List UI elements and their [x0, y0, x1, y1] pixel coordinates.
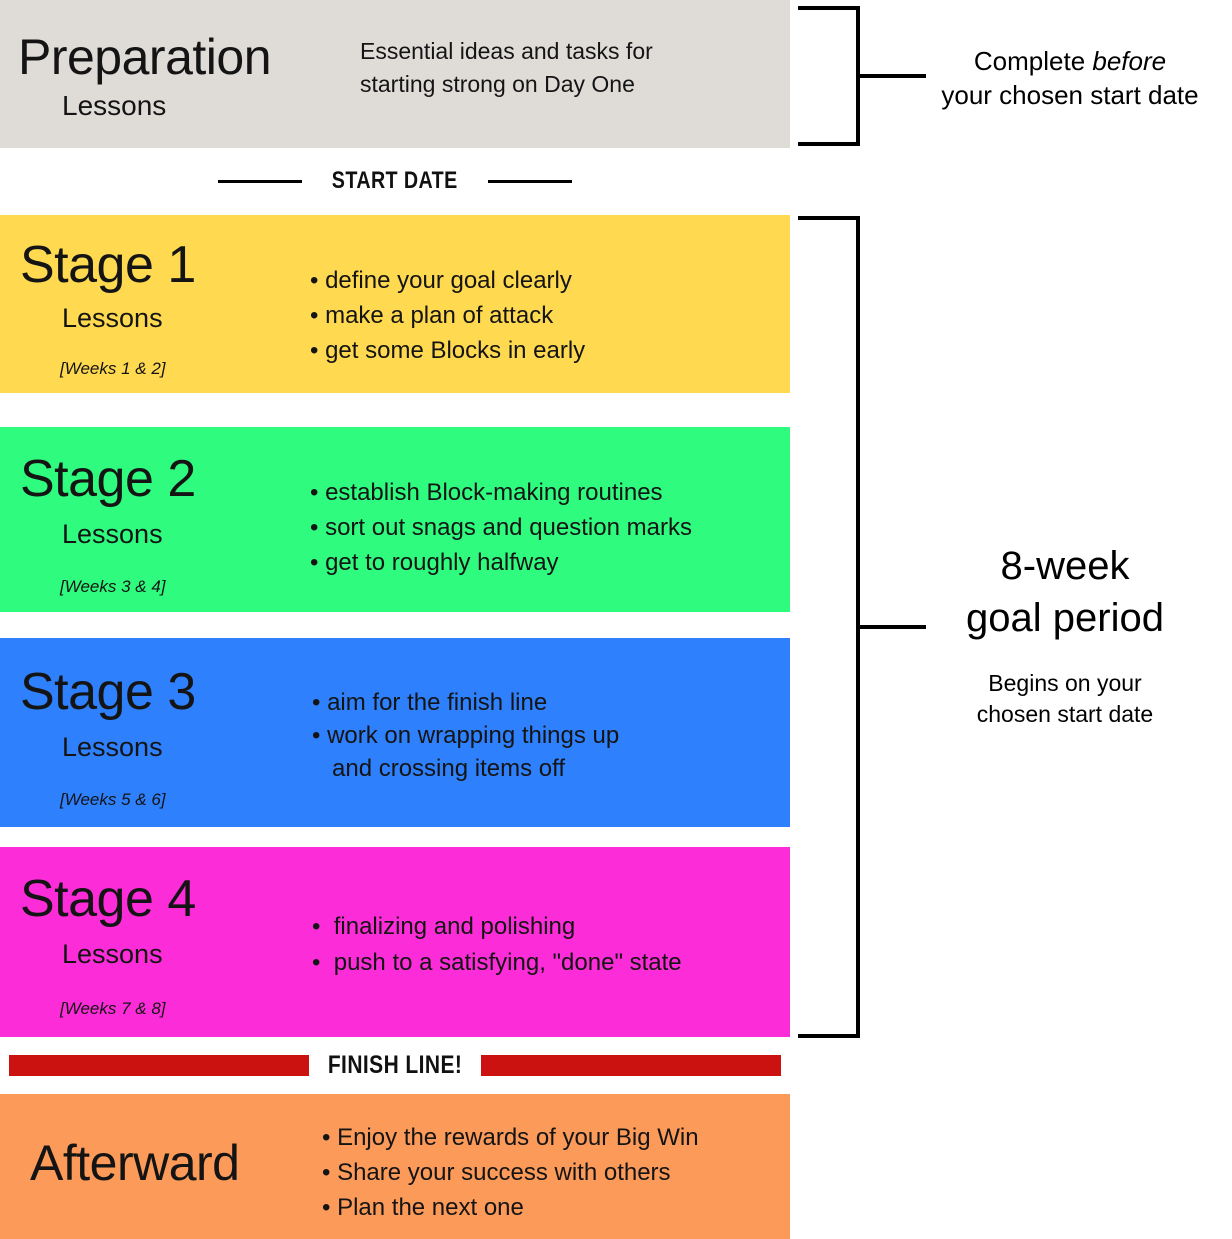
finish-line-label: FINISH LINE!: [327, 1051, 463, 1079]
annotation-goal-period-subtitle: Begins on your chosen start date: [976, 670, 1154, 727]
checkered-pattern-right: [481, 1054, 782, 1077]
list-item: • work on wrapping things up: [312, 722, 620, 749]
stage-4-band: Stage 4 Lessons [Weeks 7 & 8] • finalizi…: [0, 847, 790, 1037]
stage-4-weeks: [Weeks 7 & 8]: [60, 999, 166, 1018]
stage-3-title: Stage 3: [20, 663, 196, 721]
stage-2-band: Stage 2 Lessons [Weeks 3 & 4] • establis…: [0, 427, 790, 612]
finish-line-divider: FINISH LINE!: [0, 1037, 790, 1094]
stage-1-title: Stage 1: [20, 236, 196, 294]
list-item: • sort out snags and question marks: [310, 514, 692, 541]
stage-4-subtitle: Lessons: [62, 939, 163, 969]
annotation-preparation-emphasis: before: [1092, 46, 1167, 76]
list-item: • finalizing and polishing: [312, 913, 576, 940]
stage-3-subtitle: Lessons: [62, 732, 163, 762]
bracket-preparation: [798, 6, 860, 146]
list-item: • push to a satisfying, "done" state: [312, 949, 682, 976]
stage-2-title: Stage 2: [20, 450, 196, 508]
afterward-band: Afterward • Enjoy the rewards of your Bi…: [0, 1094, 790, 1239]
list-item: • aim for the finish line: [312, 689, 548, 716]
start-date-label: START DATE: [332, 167, 458, 194]
list-item: • get some Blocks in early: [310, 337, 586, 364]
bracket-goal-period: [798, 216, 860, 1038]
checkered-pattern-left: [8, 1054, 309, 1077]
start-date-divider: START DATE: [0, 148, 790, 214]
preparation-title: Preparation: [18, 29, 272, 85]
list-item: • Plan the next one: [322, 1194, 524, 1221]
list-item: • Enjoy the rewards of your Big Win: [322, 1124, 699, 1151]
annotation-preparation: Complete before your chosen start date: [905, 44, 1232, 112]
annotation-goal-period-title: 8-week goal period: [966, 544, 1164, 640]
list-item: • Share your success with others: [322, 1159, 671, 1186]
list-item: • define your goal clearly: [310, 267, 572, 294]
stage-4-title: Stage 4: [20, 870, 196, 928]
list-item: • make a plan of attack: [310, 302, 554, 329]
list-item: • get to roughly halfway: [310, 549, 559, 576]
annotation-preparation-line1-prefix: Complete: [973, 46, 1093, 76]
stage-4-bullets: • finalizing and polishing • push to a s…: [312, 909, 682, 981]
stage-1-subtitle: Lessons: [62, 303, 163, 333]
bracket-goal-period-stem: [858, 625, 926, 629]
annotation-preparation-line2: your chosen start date: [941, 80, 1199, 110]
stage-3-bullets: • aim for the finish line • work on wrap…: [312, 686, 619, 785]
stage-1-bullets: • define your goal clearly • make a plan…: [310, 263, 585, 368]
stage-1-band: Stage 1 Lessons [Weeks 1 & 2] • define y…: [0, 215, 790, 393]
preparation-band: Preparation Lessons Essential ideas and …: [0, 0, 790, 148]
stage-3-band: Stage 3 Lessons [Weeks 5 & 6] • aim for …: [0, 638, 790, 827]
divider-rule-right: [487, 179, 572, 183]
afterward-title: Afterward: [30, 1135, 240, 1191]
preparation-description: Essential ideas and tasks for starting s…: [360, 38, 653, 97]
bracket-preparation-stem: [858, 74, 926, 78]
list-item: and crossing items off: [312, 755, 566, 782]
preparation-subtitle: Lessons: [62, 90, 167, 121]
afterward-bullets: • Enjoy the rewards of your Big Win • Sh…: [322, 1120, 699, 1225]
stage-2-subtitle: Lessons: [62, 519, 163, 549]
stage-2-weeks: [Weeks 3 & 4]: [60, 577, 166, 596]
stage-3-weeks: [Weeks 5 & 6]: [60, 790, 166, 809]
stage-2-bullets: • establish Block-making routines • sort…: [310, 475, 692, 580]
list-item: • establish Block-making routines: [310, 479, 663, 506]
stage-1-weeks: [Weeks 1 & 2]: [60, 359, 166, 378]
divider-rule-left: [218, 179, 303, 183]
